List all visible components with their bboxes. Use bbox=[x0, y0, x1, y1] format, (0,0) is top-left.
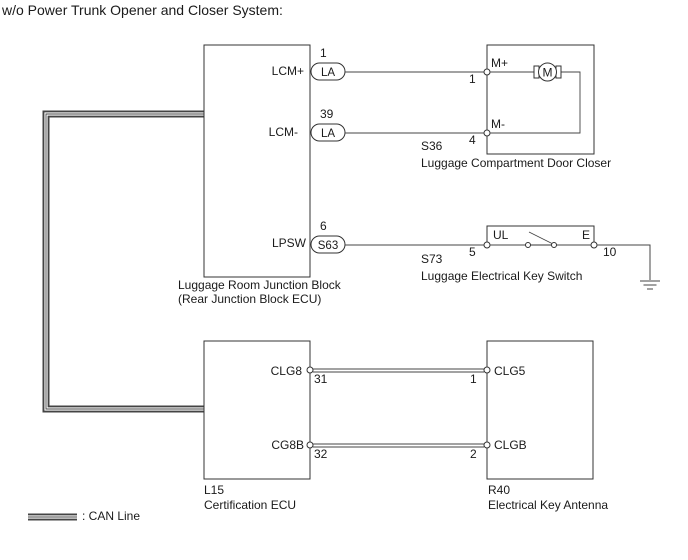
wire-clgb bbox=[313, 443, 484, 448]
certification-ecu-code: L15 bbox=[204, 483, 224, 497]
terminal-dot bbox=[590, 241, 598, 249]
motor-label: M bbox=[543, 66, 553, 80]
door-closer-name: Luggage Compartment Door Closer bbox=[421, 156, 611, 170]
terminal-m-plus: M+ bbox=[491, 56, 508, 70]
terminal-cg8b: CG8B bbox=[271, 438, 304, 452]
door-closer-code: S36 bbox=[421, 139, 443, 153]
pin-number: 5 bbox=[469, 245, 476, 259]
connector-code: S63 bbox=[318, 240, 338, 252]
key-antenna: CLG5 CLGB 1 2 R40 Electrical Key Antenna bbox=[470, 340, 608, 512]
key-switch-code: S73 bbox=[421, 252, 443, 266]
terminal-lpsw: LPSW bbox=[272, 236, 307, 250]
pin-number: 4 bbox=[469, 133, 476, 147]
motor-icon: M bbox=[533, 62, 562, 82]
terminal-e: E bbox=[582, 228, 590, 242]
pin-number: 1 bbox=[470, 372, 477, 386]
wire-clg bbox=[313, 368, 484, 373]
pin-number: 32 bbox=[314, 447, 328, 461]
legend-can-line: : CAN Line bbox=[82, 509, 140, 523]
pin-number-1: 1 bbox=[320, 46, 327, 60]
pin-number: 31 bbox=[314, 372, 328, 386]
terminal-ul: UL bbox=[493, 228, 509, 242]
terminal-dot bbox=[483, 366, 491, 374]
junction-block: LCM+ LCM- LPSW Luggage Room Junction Blo… bbox=[178, 44, 342, 306]
terminal-dot bbox=[483, 441, 491, 449]
pin-number: 10 bbox=[603, 245, 617, 259]
connector-lcm-plus: 1 LA bbox=[310, 46, 346, 81]
switch-icon bbox=[490, 231, 591, 248]
ground-icon bbox=[640, 280, 660, 290]
wire-ground bbox=[597, 244, 651, 280]
junction-block-name: Luggage Room Junction Block bbox=[178, 278, 342, 292]
key-switch-box bbox=[486, 225, 595, 246]
can-line bbox=[42, 110, 204, 413]
terminal-dot bbox=[483, 129, 491, 137]
connector-code: LA bbox=[321, 67, 335, 79]
connector-lpsw: 6 S63 bbox=[310, 219, 346, 254]
door-closer-box bbox=[486, 44, 595, 155]
certification-ecu: CLG8 CG8B 31 32 L15 Certification ECU bbox=[203, 340, 328, 512]
key-antenna-code: R40 bbox=[488, 483, 510, 497]
terminal-dot bbox=[483, 68, 491, 76]
pin-number: 2 bbox=[470, 447, 477, 461]
terminal-dot bbox=[306, 366, 314, 374]
pin-number: 1 bbox=[469, 72, 476, 86]
terminal-clg8: CLG8 bbox=[271, 364, 303, 378]
terminal-lcm-minus: LCM- bbox=[269, 125, 298, 139]
door-closer: 1 4 M+ M- M S36 Luggage Compartment Door… bbox=[421, 44, 611, 170]
terminal-dot bbox=[306, 441, 314, 449]
connector-lcm-minus: 39 LA bbox=[310, 107, 346, 142]
key-switch: UL E 5 10 S73 Luggage Electrical Key Swi… bbox=[421, 225, 617, 283]
certification-ecu-box bbox=[203, 340, 311, 480]
pin-number-39: 39 bbox=[320, 107, 334, 121]
terminal-m-minus: M- bbox=[491, 117, 505, 131]
pin-number-6: 6 bbox=[320, 219, 327, 233]
terminal-dot bbox=[483, 241, 491, 249]
key-switch-name: Luggage Electrical Key Switch bbox=[421, 269, 582, 283]
terminal-lcm-plus: LCM+ bbox=[272, 64, 304, 78]
certification-ecu-name: Certification ECU bbox=[204, 498, 296, 512]
key-antenna-box bbox=[486, 340, 594, 480]
junction-block-subname: (Rear Junction Block ECU) bbox=[178, 292, 321, 306]
key-antenna-name: Electrical Key Antenna bbox=[488, 498, 608, 512]
terminal-clg5: CLG5 bbox=[494, 364, 526, 378]
diagram-title: w/o Power Trunk Opener and Closer System… bbox=[1, 2, 283, 18]
junction-block-box bbox=[203, 44, 311, 278]
legend: : CAN Line bbox=[28, 509, 140, 523]
connector-code: LA bbox=[321, 128, 335, 140]
terminal-clgb: CLGB bbox=[494, 438, 527, 452]
